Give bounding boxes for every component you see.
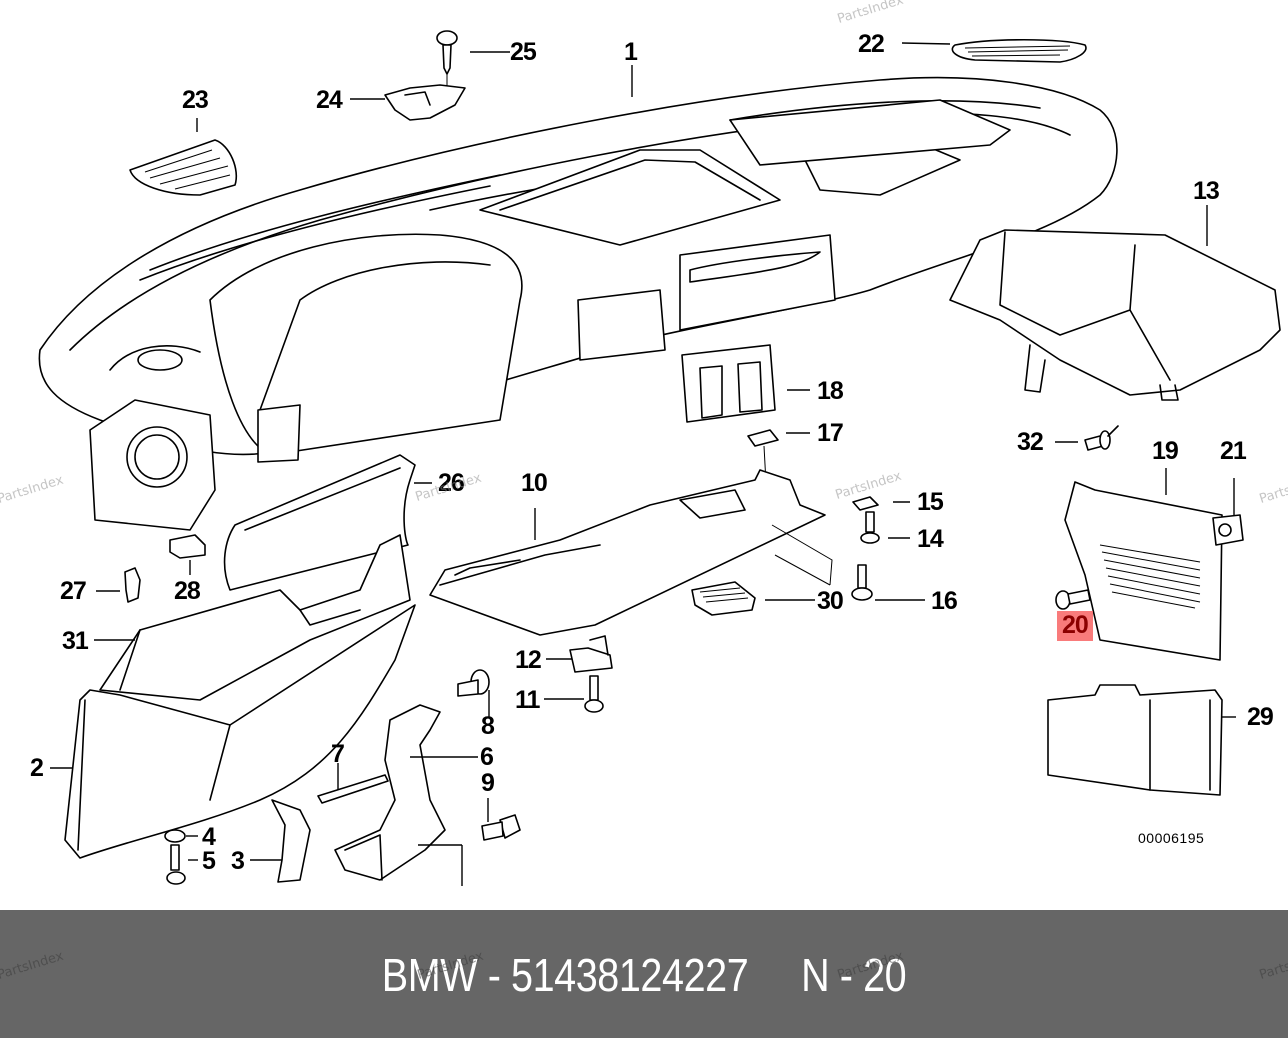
bracket-part-3[interactable] xyxy=(271,799,311,883)
callout-part-32[interactable]: 32 xyxy=(1017,428,1044,456)
callout-part-28[interactable]: 28 xyxy=(174,577,201,605)
callout-part-18[interactable]: 18 xyxy=(817,377,844,405)
callout-part-14[interactable]: 14 xyxy=(917,525,944,553)
dashboard-panel-part-1[interactable] xyxy=(38,76,1118,531)
part-caption: BMW - 51438124227 N - 20 xyxy=(381,949,907,1001)
screw-part-25[interactable] xyxy=(436,30,458,86)
callout-part-19[interactable]: 19 xyxy=(1152,437,1179,465)
callout-part-24[interactable]: 24 xyxy=(316,86,343,114)
callout-part-7[interactable]: 7 xyxy=(331,740,345,768)
clip-nut-part-15[interactable] xyxy=(852,496,879,511)
callout-part-1[interactable]: 1 xyxy=(624,38,638,66)
leader-lines xyxy=(50,42,1236,886)
callout-part-12[interactable]: 12 xyxy=(515,646,542,674)
callout-part-10[interactable]: 10 xyxy=(521,469,548,497)
bolt-part-9[interactable] xyxy=(481,814,521,841)
callout-part-15[interactable]: 15 xyxy=(917,488,944,516)
callout-part-11[interactable]: 11 xyxy=(515,686,540,714)
callout-part-6[interactable]: 6 xyxy=(480,743,494,771)
watermark: PartsIndex xyxy=(1257,948,1288,983)
washer-part-4[interactable] xyxy=(164,829,186,843)
grille-part-30[interactable] xyxy=(691,524,833,616)
callout-part-26[interactable]: 26 xyxy=(438,469,465,497)
screw-part-5[interactable] xyxy=(166,844,186,885)
callout-part-21[interactable]: 21 xyxy=(1220,437,1247,465)
screw-part-11[interactable] xyxy=(584,675,604,713)
speaker-grille-part-23[interactable] xyxy=(129,139,237,196)
diagram-drawing xyxy=(38,30,1281,886)
callout-part-9[interactable]: 9 xyxy=(481,769,495,797)
screw-part-20[interactable] xyxy=(1055,589,1091,610)
speaker-grille-part-22[interactable] xyxy=(951,38,1087,63)
bracket-part-6[interactable] xyxy=(334,704,446,881)
lower-trim-panel-part-10[interactable] xyxy=(429,469,826,636)
watermark: PartsIndex xyxy=(0,948,66,983)
bracket-part-24[interactable] xyxy=(384,84,466,121)
callout-part-27[interactable]: 27 xyxy=(60,577,87,605)
screw-part-14[interactable] xyxy=(860,511,880,544)
trim-strip-part-26[interactable] xyxy=(223,454,416,591)
callout-part-25[interactable]: 25 xyxy=(510,38,537,66)
storage-box-part-29[interactable] xyxy=(1047,684,1223,796)
screw-part-16[interactable] xyxy=(851,564,873,601)
callout-part-17[interactable]: 17 xyxy=(817,419,844,447)
callout-part-5[interactable]: 5 xyxy=(202,847,216,875)
callout-part-22[interactable]: 22 xyxy=(858,30,885,58)
bolt-part-8[interactable] xyxy=(457,669,490,697)
parts-diagram: 1 2 3 4 5 6 7 8 9 10 11 12 13 14 15 16 1… xyxy=(0,0,1288,886)
callout-part-8[interactable]: 8 xyxy=(481,712,495,740)
clip-part-12[interactable] xyxy=(569,635,613,673)
callout-part-20-highlighted[interactable]: 20 xyxy=(1057,611,1093,641)
callout-part-31[interactable]: 31 xyxy=(62,627,89,655)
callout-part-23[interactable]: 23 xyxy=(182,86,209,114)
callout-part-4[interactable]: 4 xyxy=(202,823,216,851)
glovebox-liner-part-31[interactable] xyxy=(99,534,411,701)
clip-part-27[interactable] xyxy=(124,567,141,603)
tray-part-13[interactable] xyxy=(949,229,1281,401)
diagram-reference-code: 00006195 xyxy=(1138,830,1205,846)
callout-part-29[interactable]: 29 xyxy=(1247,703,1274,731)
part-info-footer: BMW - 51438124227 N - 20 PartsIndex Part… xyxy=(0,910,1288,1038)
rod-part-7[interactable] xyxy=(317,774,389,804)
callout-part-3[interactable]: 3 xyxy=(231,847,245,875)
callout-part-16[interactable]: 16 xyxy=(931,587,958,615)
clip-part-32[interactable] xyxy=(1084,425,1119,451)
glovebox-lid-part-2[interactable] xyxy=(64,604,416,859)
callout-part-30[interactable]: 30 xyxy=(817,587,844,615)
switch-holder-part-18[interactable] xyxy=(681,344,776,423)
clip-nut-part-21[interactable] xyxy=(1212,514,1244,546)
clip-part-28[interactable] xyxy=(169,534,206,559)
callout-part-13[interactable]: 13 xyxy=(1193,177,1220,205)
side-trim-panel-part-19[interactable] xyxy=(1064,481,1223,661)
callout-part-2[interactable]: 2 xyxy=(30,754,44,782)
